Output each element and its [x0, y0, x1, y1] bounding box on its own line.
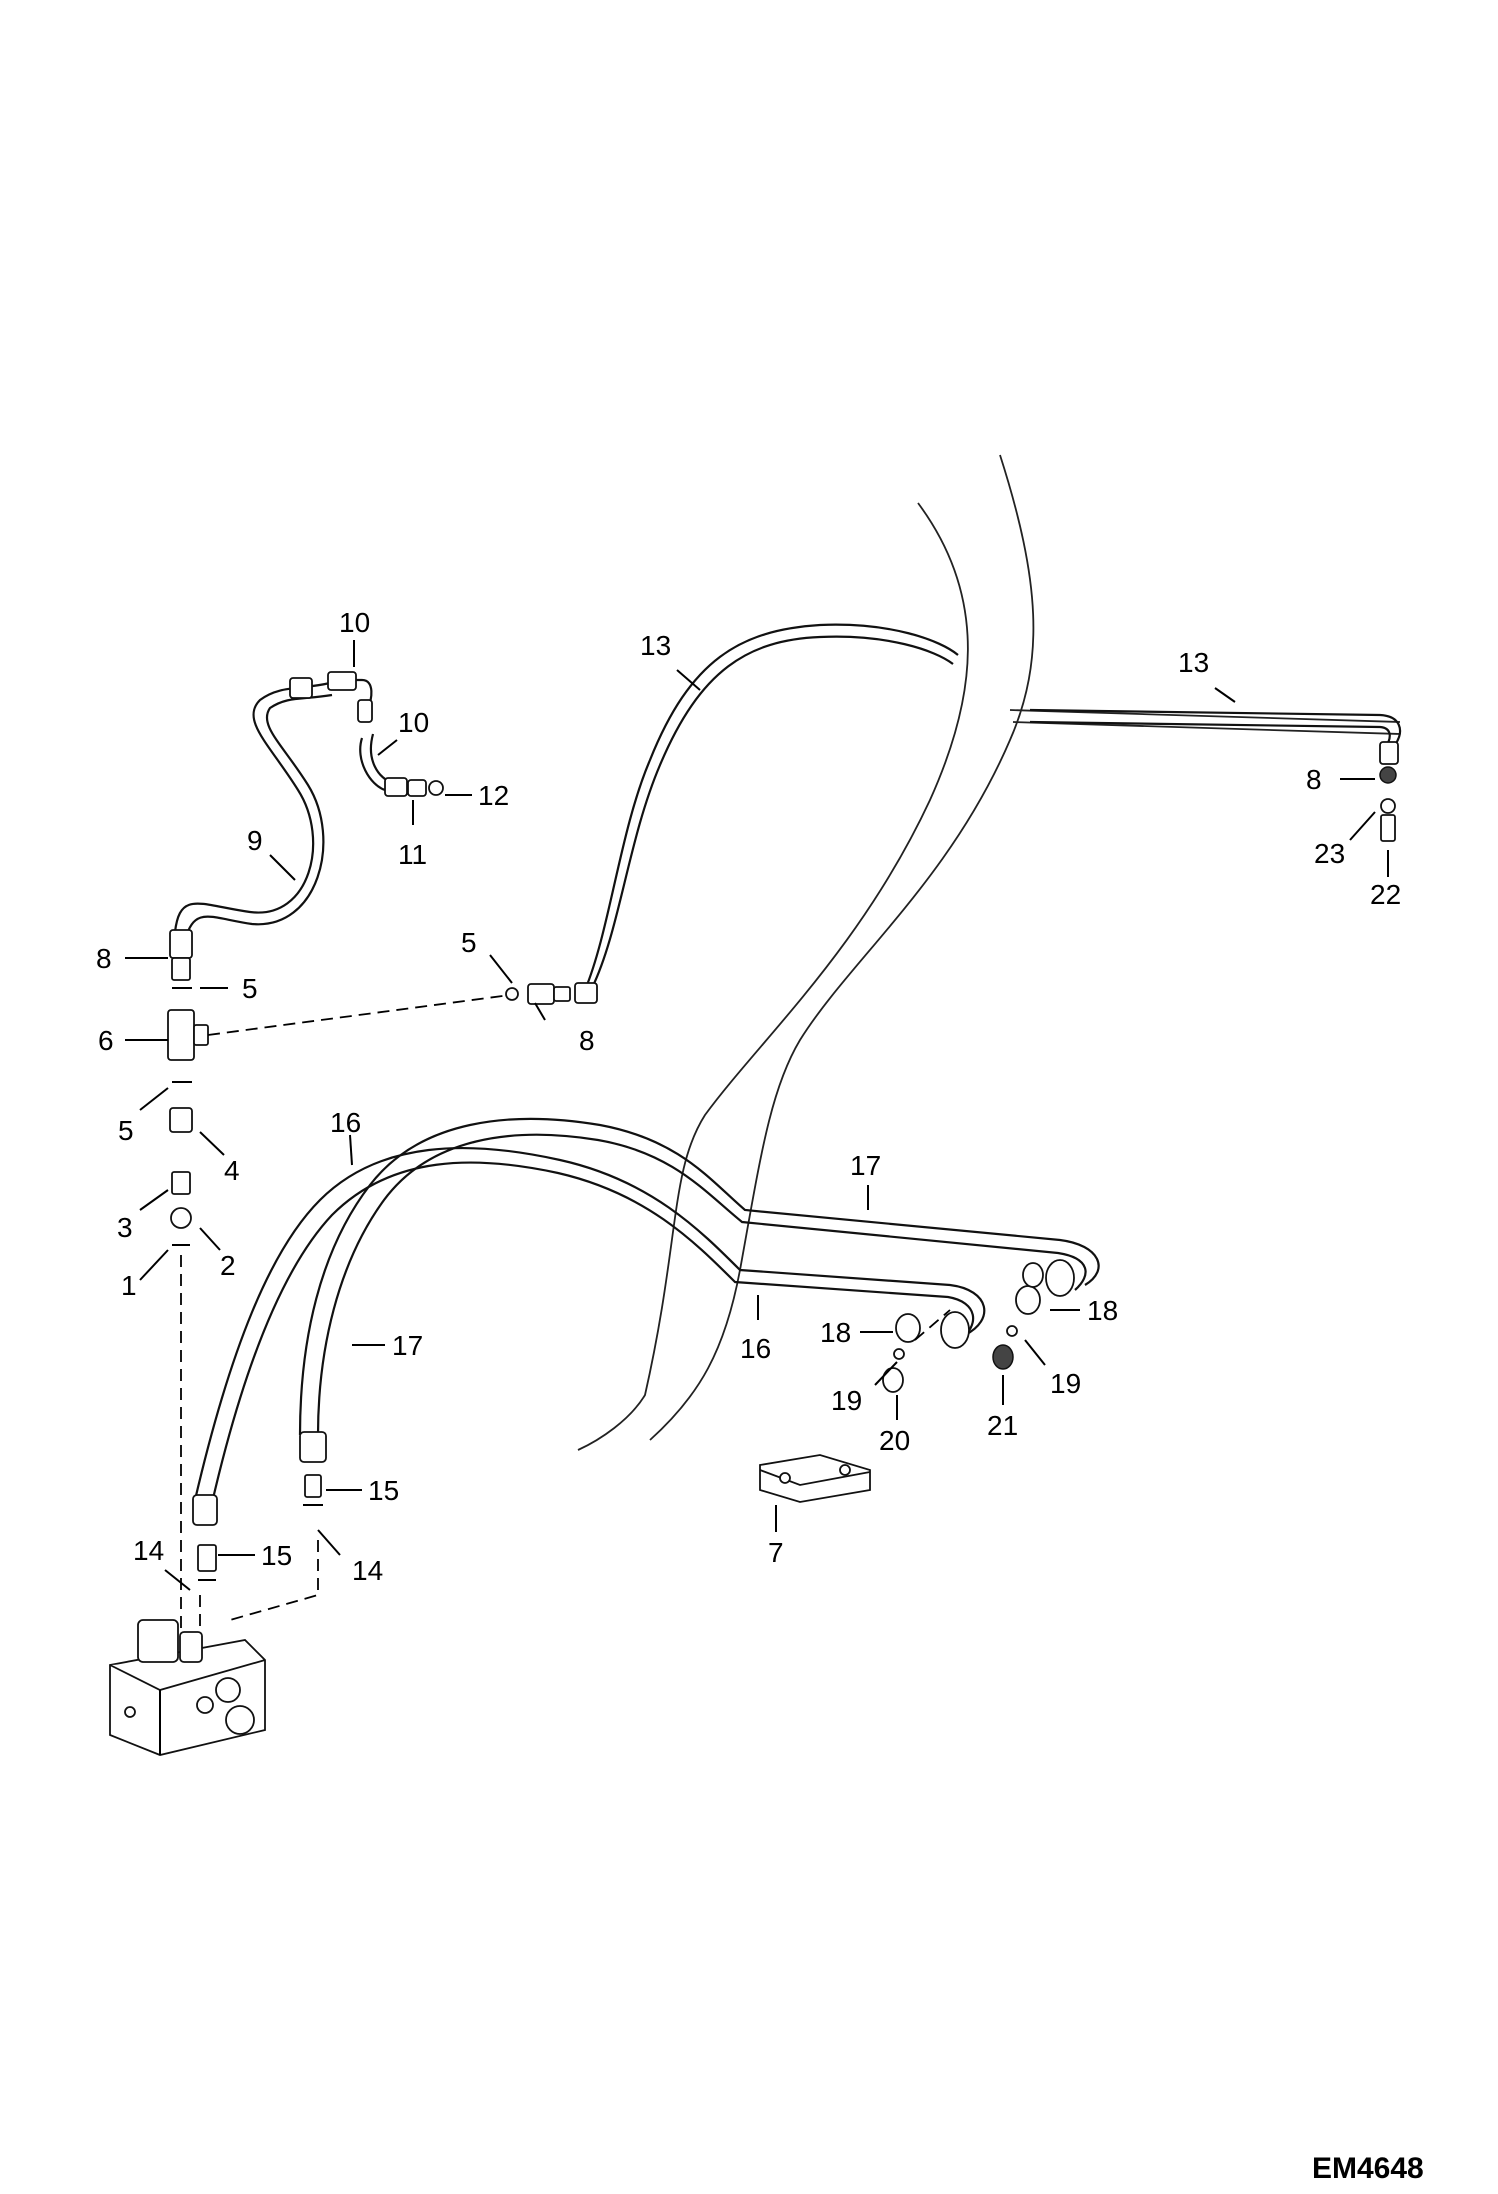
- callout-8-mid: 8: [579, 1025, 595, 1056]
- dashed-connection-tee: [207, 994, 511, 1036]
- callout-5-lower-left: 5: [118, 1115, 134, 1146]
- hose-ends-lower: [192, 1431, 327, 1581]
- callout-6: 6: [98, 1025, 114, 1056]
- callout-12: 12: [478, 780, 509, 811]
- callout-8-left: 8: [96, 943, 112, 974]
- callout-13-right: 13: [1178, 647, 1209, 678]
- callout-23: 23: [1314, 838, 1345, 869]
- callout-10-lower: 10: [398, 707, 429, 738]
- left-fitting-stack: [167, 929, 209, 1246]
- valve-block: [109, 1619, 266, 1756]
- callout-1: 1: [121, 1270, 137, 1301]
- mid-fittings: [505, 982, 598, 1005]
- hose-9-top-fittings: [289, 671, 444, 797]
- callout-3: 3: [117, 1212, 133, 1243]
- leader-lines: [125, 640, 1389, 1591]
- callout-19-right: 19: [1050, 1368, 1081, 1399]
- hose-13-left: [583, 623, 959, 991]
- callout-labels: 10 10 11 12 9 8 5 6 5 4 3 2 1 5 8 13 13 …: [96, 607, 1401, 1586]
- callout-19-left: 19: [831, 1385, 862, 1416]
- callout-14-left: 14: [133, 1535, 164, 1566]
- callout-17-upper: 17: [850, 1150, 881, 1181]
- callout-5-mid: 5: [461, 927, 477, 958]
- right-hose-ends: [882, 1259, 1075, 1393]
- callout-21: 21: [987, 1410, 1018, 1441]
- callout-10-upper: 10: [339, 607, 370, 638]
- manifold-bar-7: [759, 1454, 871, 1503]
- document-id: EM4648: [1312, 2152, 1424, 2185]
- hose-16: [193, 1146, 986, 1504]
- callout-5-upper-left: 5: [242, 973, 258, 1004]
- callout-13-left: 13: [640, 630, 671, 661]
- callout-15-right: 15: [368, 1475, 399, 1506]
- callout-18-left: 18: [820, 1317, 851, 1348]
- callout-11: 11: [398, 839, 427, 870]
- hose-9: [173, 681, 333, 941]
- callout-20: 20: [879, 1425, 910, 1456]
- hose-17: [298, 1117, 1100, 1436]
- callout-22: 22: [1370, 879, 1401, 910]
- callout-16-upper: 16: [330, 1107, 361, 1138]
- callout-17-lower: 17: [392, 1330, 423, 1361]
- callout-16-lower: 16: [740, 1333, 771, 1364]
- callout-15-left: 15: [261, 1540, 292, 1571]
- callout-8-right: 8: [1306, 764, 1322, 795]
- callout-18-right: 18: [1087, 1295, 1118, 1326]
- callout-9: 9: [247, 825, 263, 856]
- callout-2: 2: [220, 1250, 236, 1281]
- callout-7: 7: [768, 1537, 784, 1568]
- callout-14-right: 14: [352, 1555, 383, 1586]
- right-fittings: [1379, 741, 1399, 842]
- callout-4: 4: [224, 1155, 240, 1186]
- frame-outline: [577, 454, 1401, 1451]
- dashed-connections-valve: [180, 1255, 319, 1640]
